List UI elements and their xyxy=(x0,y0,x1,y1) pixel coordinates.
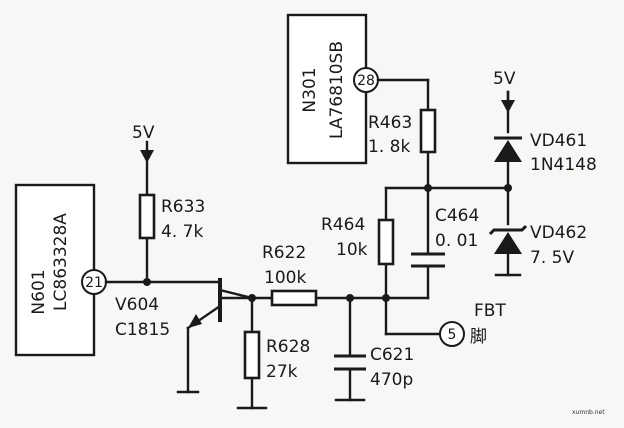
vd462-triangle xyxy=(494,232,522,254)
fbt-pin-circle xyxy=(439,321,465,347)
junction-dot xyxy=(424,184,432,192)
fbt-suffix: 脚 xyxy=(470,327,487,347)
r628-ref: R628 xyxy=(266,337,310,357)
junction-dot xyxy=(346,294,354,302)
supply-label-right: 5V xyxy=(493,69,516,89)
r622-ref: R622 xyxy=(262,243,306,263)
transistor-value: C1815 xyxy=(115,320,170,340)
vd462-zener-bar xyxy=(488,224,528,236)
junction-dot xyxy=(382,294,390,302)
n601-box xyxy=(14,183,96,357)
c464-ref: C464 xyxy=(435,206,479,226)
transistor-ref: V604 xyxy=(115,295,159,315)
junction-dot xyxy=(248,294,256,302)
n301-ref: N301 xyxy=(300,67,320,112)
n601-part: LC863328A xyxy=(51,213,71,311)
n601-pin-label: 21 xyxy=(85,275,103,291)
fbt-label: FBT xyxy=(474,301,506,321)
supply-label-left: 5V xyxy=(132,123,155,143)
supply-arrow-right xyxy=(501,100,515,113)
n601-ref: N601 xyxy=(29,269,49,314)
r464-body xyxy=(377,218,395,266)
vd461-triangle xyxy=(494,140,522,162)
supply-arrow-left xyxy=(140,150,154,163)
fbt-pin-label: 5 xyxy=(448,327,457,343)
r463-ref: R463 xyxy=(368,113,412,133)
vd462-value: 7. 5V xyxy=(530,248,574,268)
n301-part: LA76810SB xyxy=(327,41,347,139)
n301-box xyxy=(286,13,368,165)
c621-ref: C621 xyxy=(370,345,414,365)
r628-value: 27k xyxy=(266,362,298,382)
vd461-value: 1N4148 xyxy=(530,155,597,175)
vd461-ref: VD461 xyxy=(530,131,587,151)
r463-body xyxy=(419,108,437,154)
r464-value: 10k xyxy=(336,240,368,260)
r628-body xyxy=(243,330,261,380)
n301-pin-label: 28 xyxy=(357,73,375,89)
r464-ref: R464 xyxy=(321,215,365,235)
r633-ref: R633 xyxy=(161,197,205,217)
vd462-ref: VD462 xyxy=(530,223,587,243)
transistor-collector xyxy=(218,288,254,300)
c464-value: 0. 01 xyxy=(435,231,478,251)
c621-value: 470p xyxy=(370,370,413,390)
watermark: xumnb.net xyxy=(572,409,605,416)
junction-dot xyxy=(143,278,151,286)
r633-body xyxy=(138,193,156,240)
r622-body xyxy=(270,289,318,307)
r622-value: 100k xyxy=(264,268,306,288)
transistor-emitter-arrow xyxy=(188,314,202,328)
r633-value: 4. 7k xyxy=(161,222,203,242)
junction-dot xyxy=(504,184,512,192)
r463-value: 1. 8k xyxy=(368,137,410,157)
